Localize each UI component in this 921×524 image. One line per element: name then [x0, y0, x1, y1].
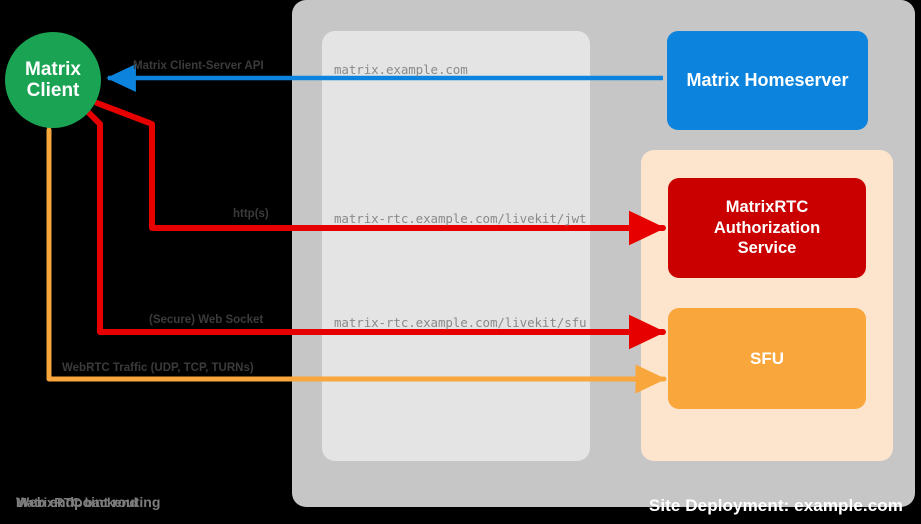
- edge-label-webrtc: WebRTC Traffic (UDP, TCP, TURNs): [62, 362, 254, 374]
- matrixrtc-backend-label: MatrixRTC backend: [16, 495, 138, 510]
- sfu-label: SFU: [750, 348, 784, 368]
- web-endpoint-routing-label: Web endpoint routing: [16, 494, 161, 510]
- node-matrixrtc-authorization-service[interactable]: MatrixRTC Authorization Service: [668, 178, 866, 278]
- edge-label-client-server-api: Matrix Client-Server API: [133, 60, 264, 72]
- site-deployment-label: Site Deployment: example.com: [648, 496, 903, 515]
- auth-label-line3: Service: [737, 239, 797, 258]
- matrix-homeserver-label: Matrix Homeserver: [686, 70, 849, 90]
- endpoint-url-matrix: matrix.example.com: [334, 62, 468, 77]
- node-matrix-homeserver[interactable]: Matrix Homeserver: [667, 31, 868, 130]
- edge-webrtc: [34, 101, 667, 394]
- matrix-client-label-line2: Client: [26, 80, 80, 101]
- edge-label-https: http(s): [233, 208, 269, 220]
- endpoint-url-livekit-sfu: matrix-rtc.example.com/livekit/sfu: [334, 315, 587, 330]
- node-matrix-client[interactable]: Matrix Client: [5, 32, 101, 128]
- edge-label-websocket: (Secure) Web Socket: [149, 314, 264, 326]
- auth-label-line2: Authorization: [713, 218, 821, 237]
- endpoint-url-livekit-jwt: matrix-rtc.example.com/livekit/jwt: [334, 211, 587, 226]
- matrix-client-label-line1: Matrix: [25, 58, 81, 80]
- edge-https: [58, 74, 666, 246]
- node-sfu[interactable]: SFU: [668, 308, 866, 409]
- auth-label-line1: MatrixRTC: [725, 197, 809, 216]
